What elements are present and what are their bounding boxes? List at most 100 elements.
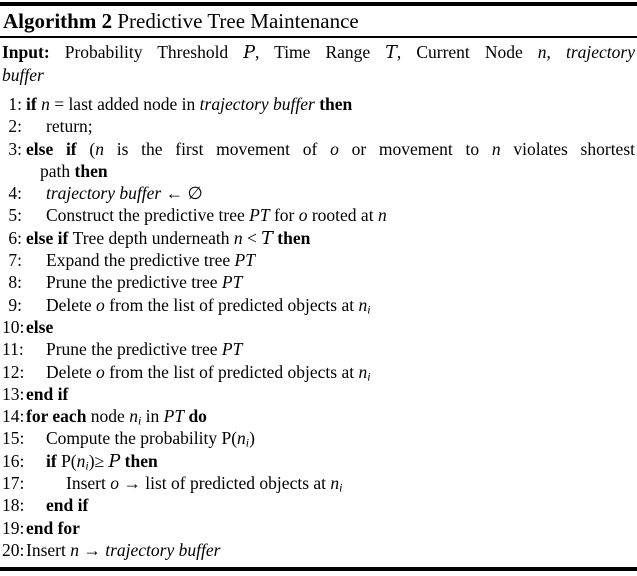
- line-number: 14:: [2, 406, 25, 427]
- algorithm-line: 18: end if: [2, 494, 635, 516]
- text-segment: i: [85, 458, 89, 473]
- text-segment: o: [298, 205, 308, 226]
- line-content: end if: [26, 383, 635, 405]
- line-content: Delete o from the list of predicted obje…: [46, 361, 635, 384]
- line-content: return;: [46, 115, 635, 137]
- text-segment: Expand the predictive tree: [46, 250, 235, 271]
- text-segment: else if: [26, 138, 90, 159]
- algorithm-line: 3:else if (n is the first movement of o …: [2, 138, 635, 160]
- text-segment: i: [367, 369, 371, 384]
- text-segment: n: [537, 42, 547, 62]
- text-segment: buffer: [2, 65, 44, 86]
- algorithm-line: 6:else if Tree depth underneath n < T th…: [2, 227, 635, 249]
- text-segment: violates shortest: [500, 138, 635, 159]
- text-segment: then: [314, 94, 353, 114]
- text-segment: n: [70, 539, 79, 560]
- line-content: for each node ni in PT do: [26, 405, 635, 428]
- text-segment: if: [46, 450, 62, 471]
- algorithm-title-text: Predictive Tree Maintenance: [112, 9, 359, 33]
- algorithm-line: 17:Insert o → list of predicted objects …: [2, 472, 635, 495]
- line-number: 10:: [2, 316, 25, 337]
- algorithm-line: 5:Construct the predictive tree PT for o…: [2, 204, 635, 226]
- text-segment: P(: [61, 450, 77, 471]
- line-number: 16:: [2, 450, 25, 471]
- text-segment: i: [367, 302, 371, 317]
- text-segment: Prune the predictive tree: [46, 272, 222, 293]
- line-content: Delete o from the list of predicted obje…: [46, 294, 635, 317]
- text-segment: Probability Threshold: [49, 42, 244, 62]
- line-number: 18:: [2, 495, 25, 516]
- text-segment: end if: [46, 495, 89, 516]
- text-segment: or movement to: [338, 138, 492, 159]
- text-segment: trajectory buffer: [46, 183, 162, 204]
- top-rule: [0, 2, 637, 6]
- line-content: else: [26, 316, 635, 338]
- text-segment: Construct the predictive tree: [46, 205, 250, 226]
- algorithm-line: 16:if P(ni)≥ P then: [2, 450, 635, 473]
- line-number: 13:: [2, 383, 25, 404]
- text-segment: n: [237, 428, 246, 449]
- text-segment: )≥: [88, 450, 109, 471]
- text-segment: o: [96, 361, 105, 382]
- text-segment: in: [141, 406, 164, 427]
- algorithm-line: 7:Expand the predictive tree PT: [2, 249, 635, 271]
- algorithm-title: Algorithm 2 Predictive Tree Maintenance: [3, 8, 633, 34]
- text-segment: trajectory: [565, 42, 635, 62]
- algorithm-line: 1:if n = last added node in trajectory b…: [2, 93, 635, 115]
- text-segment: P: [108, 451, 121, 472]
- text-segment: = last added node in: [49, 94, 200, 114]
- algorithm-line: 11:Prune the predictive tree PT: [2, 338, 635, 360]
- text-segment: o: [96, 294, 105, 315]
- line-content: else if Tree depth underneath n < T then: [26, 227, 635, 249]
- text-segment: n: [41, 94, 50, 114]
- text-segment: end if: [26, 383, 69, 404]
- line-number: 8:: [8, 272, 22, 293]
- line-number: [2, 160, 22, 182]
- text-segment: ← ∅: [161, 183, 203, 204]
- text-segment: Compute the probability P(: [46, 428, 238, 449]
- text-segment: else if: [26, 227, 73, 248]
- text-segment: P: [243, 43, 256, 63]
- text-segment: o: [110, 473, 119, 494]
- text-segment: trajectory buffer: [199, 94, 315, 114]
- line-content: path then: [40, 160, 635, 182]
- input-row: buffer: [2, 64, 635, 86]
- text-segment: trajectory buffer: [105, 539, 221, 560]
- text-segment: then: [74, 160, 108, 181]
- title-separator-rule: [0, 36, 637, 38]
- text-segment: n: [233, 227, 243, 248]
- text-segment: Input:: [2, 42, 50, 62]
- text-segment: PT: [249, 205, 270, 226]
- text-segment: path: [40, 160, 75, 181]
- line-number: 1:: [8, 94, 22, 114]
- line-content: Prune the predictive tree PT: [46, 271, 635, 293]
- line-content: else if (n is the first movement of o or…: [26, 138, 635, 160]
- text-segment: T: [385, 43, 397, 63]
- text-segment: , Time Range: [255, 42, 386, 62]
- text-segment: i: [245, 436, 250, 451]
- line-content: end for: [26, 517, 635, 539]
- text-segment: n: [330, 473, 340, 494]
- line-number: 19:: [2, 517, 25, 538]
- text-segment: for each: [26, 406, 91, 427]
- text-segment: then: [272, 227, 311, 248]
- text-segment: n: [129, 406, 138, 427]
- line-number: 9:: [8, 294, 22, 315]
- text-segment: Delete: [46, 294, 97, 315]
- text-segment: else: [26, 316, 54, 337]
- text-segment: ): [249, 428, 255, 449]
- text-segment: for: [269, 205, 299, 226]
- line-number: 17:: [2, 473, 25, 494]
- line-content: Construct the predictive tree PT for o r…: [46, 204, 635, 226]
- text-segment: return;: [46, 116, 93, 137]
- text-segment: i: [137, 413, 142, 428]
- text-segment: then: [120, 450, 158, 471]
- line-content: Insert n → trajectory buffer: [26, 539, 635, 561]
- algorithm-line: path then: [2, 160, 635, 182]
- text-segment: PT: [234, 250, 255, 271]
- text-segment: n: [377, 205, 387, 226]
- algorithm-number-label: Algorithm 2: [3, 9, 113, 33]
- text-segment: T: [261, 228, 273, 249]
- line-number: 2:: [8, 116, 22, 137]
